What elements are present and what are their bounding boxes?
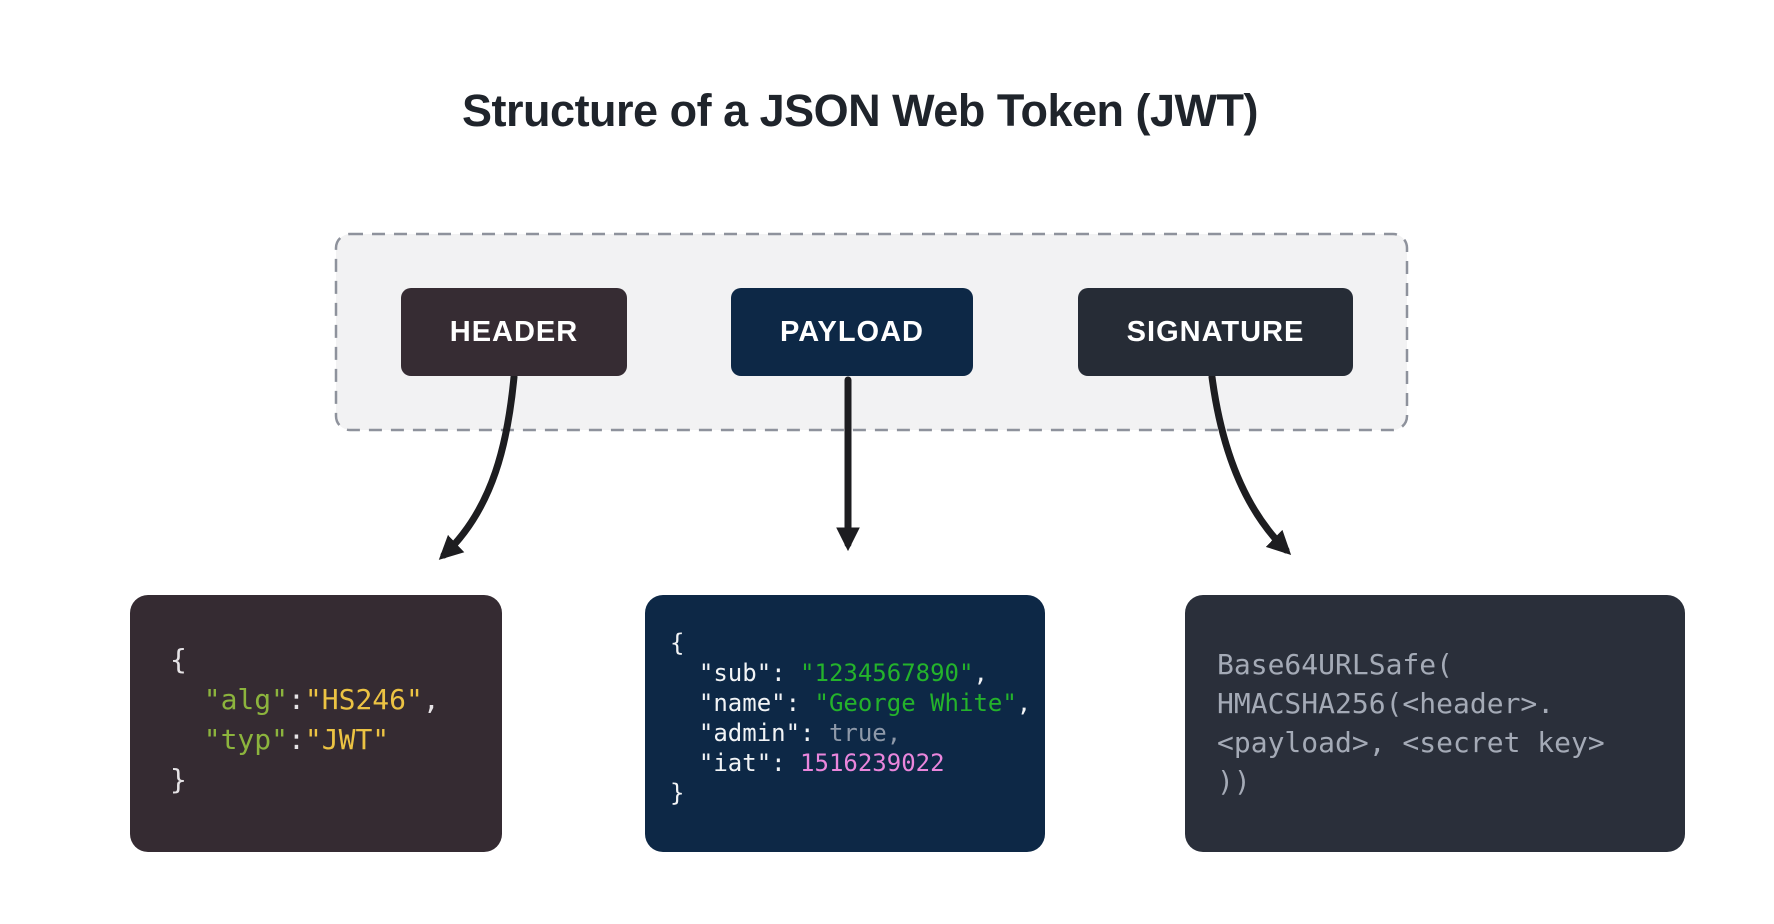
code-token: "HS246" xyxy=(304,683,423,716)
payload-node-label: PAYLOAD xyxy=(780,315,924,348)
code-token: Base64URLSafe( xyxy=(1217,648,1454,681)
code-token: } xyxy=(170,763,187,796)
code-token: "George White" xyxy=(814,689,1017,717)
code-token: "1234567890" xyxy=(800,659,974,687)
payload-node: PAYLOAD xyxy=(731,288,973,376)
code-token: } xyxy=(670,779,685,807)
signature-node-label: SIGNATURE xyxy=(1126,315,1305,348)
code-token: , xyxy=(973,659,988,687)
code-token: , xyxy=(422,683,440,716)
code-token: "JWT" xyxy=(304,723,390,756)
code-line: <payload>, <secret key> xyxy=(1217,723,1685,762)
code-token: "sub": xyxy=(670,659,801,687)
code-token: )) xyxy=(1217,765,1251,798)
code-token: "name": xyxy=(670,689,815,717)
code-line: } xyxy=(170,760,502,800)
code-token xyxy=(170,683,204,716)
code-token: : xyxy=(288,723,305,756)
code-line: "name": "George White", xyxy=(670,688,1045,718)
signature-node: SIGNATURE xyxy=(1078,288,1353,376)
code-line: "admin": true, xyxy=(670,718,1045,748)
code-line: )) xyxy=(1217,762,1685,801)
code-line: "typ":"JWT" xyxy=(170,720,502,760)
header-node: HEADER xyxy=(401,288,627,376)
code-line: { xyxy=(670,628,1045,658)
signature-arrow xyxy=(1208,373,1292,555)
code-token: HMACSHA256(<header>. xyxy=(1217,687,1555,720)
code-line: "sub": "1234567890", xyxy=(670,658,1045,688)
code-line: } xyxy=(670,778,1045,808)
header-arrow xyxy=(438,373,518,560)
code-token: { xyxy=(670,629,685,657)
code-token: , xyxy=(1016,689,1032,717)
code-token: { xyxy=(170,643,187,676)
code-token xyxy=(170,723,204,756)
header-code-block: { "alg":"HS246", "typ":"JWT"} xyxy=(130,595,502,852)
code-line: Base64URLSafe( xyxy=(1217,645,1685,684)
code-token: "typ" xyxy=(203,723,289,756)
code-token: "iat": xyxy=(670,749,801,777)
code-token: true, xyxy=(828,719,902,747)
code-line: "iat": 1516239022 xyxy=(670,748,1045,778)
header-node-label: HEADER xyxy=(449,315,579,348)
code-line: "alg":"HS246", xyxy=(170,680,502,720)
code-token: "alg" xyxy=(203,683,289,716)
page-title: Structure of a JSON Web Token (JWT) xyxy=(462,85,1258,136)
code-token: : xyxy=(288,683,305,716)
code-token: 1516239022 xyxy=(800,749,945,777)
payload-code-block: { "sub": "1234567890", "name": "George W… xyxy=(645,595,1045,852)
code-token: "admin": xyxy=(670,719,829,747)
signature-code-block: Base64URLSafe( HMACSHA256(<header>. <paylo… xyxy=(1185,595,1685,852)
code-line: HMACSHA256(<header>. xyxy=(1217,684,1685,723)
code-line: { xyxy=(170,640,502,680)
code-token: <payload>, <secret key> xyxy=(1217,726,1605,759)
